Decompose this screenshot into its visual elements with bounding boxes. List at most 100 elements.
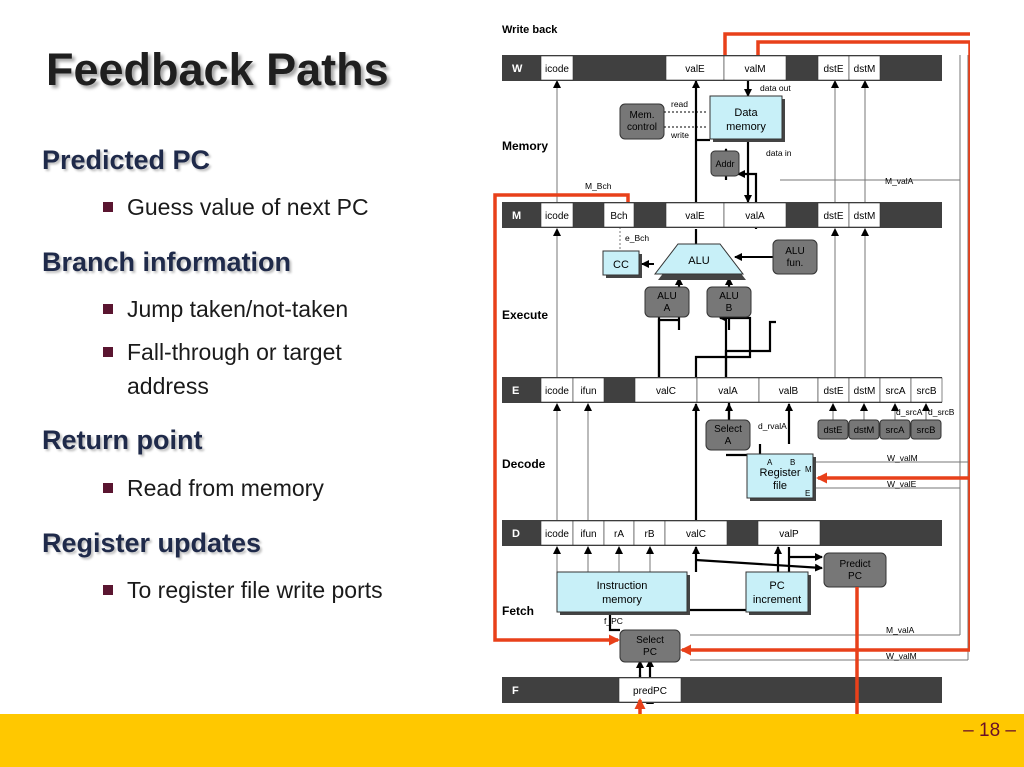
signal-m-vala: M_valA xyxy=(885,176,914,186)
pipe-field-label: rA xyxy=(614,529,624,540)
predict-pc-unit: Predict PC xyxy=(823,552,887,588)
pipe-field-box xyxy=(848,202,881,228)
pipe-field-box xyxy=(758,377,819,403)
stage-label-write-back: Write back xyxy=(502,24,558,36)
pipe-field-label: valA xyxy=(718,386,738,397)
decode-tag-box xyxy=(879,419,911,440)
decode-tag-box xyxy=(848,419,880,440)
signal-data-in: data in xyxy=(766,148,792,158)
pipe-field-box xyxy=(879,377,912,403)
signal-d-srcb: d_srcB xyxy=(928,407,955,417)
pipe-field-box xyxy=(664,520,728,546)
pipe-field-box xyxy=(540,202,574,228)
pipe-field-label: valE xyxy=(685,64,705,75)
pipe-register-name: W xyxy=(512,63,523,75)
decode-tag-label: dstM xyxy=(854,425,875,436)
mem-control-signals xyxy=(664,111,708,128)
signal-data-out: data out xyxy=(760,83,791,93)
pipe-field-box xyxy=(817,202,850,228)
bullet-jump-taken: Jump taken/not-taken xyxy=(103,292,348,326)
pipe-register-name: D xyxy=(512,528,520,540)
heading-return-point: Return point xyxy=(42,425,203,455)
thick-wires xyxy=(608,80,823,704)
bullet-text: Read from memory xyxy=(127,475,324,501)
pipe-field-label: ifun xyxy=(580,529,596,540)
pipe-register-name: F xyxy=(512,685,519,697)
pipe-field-box xyxy=(817,377,850,403)
alu-unit: ALU xyxy=(653,243,746,280)
regfile-port-b: B xyxy=(790,458,795,467)
signal-read: read xyxy=(671,99,688,109)
bullet-marker xyxy=(103,585,113,595)
pipe-field-box xyxy=(572,377,605,403)
data-memory-unit: Data memory xyxy=(709,95,785,142)
pipe-field-label: valA xyxy=(745,211,765,222)
alu-b-line1: ALU xyxy=(719,291,738,302)
pipe-field-label: predPC xyxy=(633,686,667,697)
pipe-field-box xyxy=(696,377,760,403)
pipe-field-label: dstM xyxy=(854,64,876,75)
pipe-field-label: srcB xyxy=(917,386,937,397)
signal-w-vale: W_valE xyxy=(887,479,917,489)
data-memory-line1: Data xyxy=(734,107,758,119)
alu-fun-line2: fun. xyxy=(787,258,804,269)
decode-tag-label: srcA xyxy=(886,425,906,436)
page-number: – 18 – xyxy=(963,720,1016,741)
signal-m-bch: M_Bch xyxy=(585,181,612,191)
alu-b-unit: ALU B xyxy=(706,286,752,318)
select-a-unit: Select A xyxy=(705,419,751,451)
pipe-field-box xyxy=(572,520,605,546)
bullet-marker xyxy=(103,347,113,357)
select-pc-line1: Select xyxy=(636,635,664,646)
heading-register-updates: Register updates xyxy=(42,528,262,558)
register-file-unit: A B M E Register file xyxy=(746,453,816,501)
register-file-line1: Register xyxy=(760,467,801,479)
signal-m-vala-fetch: M_valA xyxy=(886,625,915,635)
bullet-marker xyxy=(103,304,113,314)
stage-label-decode: Decode xyxy=(502,457,546,471)
instruction-memory-line2: memory xyxy=(602,594,642,606)
pipe-field-label: ifun xyxy=(580,386,596,397)
pipe-field-label: icode xyxy=(545,386,569,397)
alu-label: ALU xyxy=(688,255,709,267)
decode-tag-box xyxy=(910,419,942,440)
alu-b-line2: B xyxy=(726,303,733,314)
pipe-register-bar xyxy=(502,677,942,703)
pipe-field-label: valB xyxy=(779,386,799,397)
pipe-field-box xyxy=(540,55,574,81)
mem-control-unit: Mem. control xyxy=(619,103,665,140)
pipe-field-label: valE xyxy=(685,211,705,222)
pipe-field-box xyxy=(723,55,787,81)
select-a-line1: Select xyxy=(714,424,742,435)
bullet-text: To register file write ports xyxy=(127,577,383,603)
select-a-line2: A xyxy=(725,436,732,447)
cc-label: CC xyxy=(613,259,629,271)
pc-increment-line2: increment xyxy=(753,594,801,606)
predict-pc-line1: Predict xyxy=(839,559,870,570)
pipe-field-label: valC xyxy=(686,529,706,540)
bullet-marker xyxy=(103,483,113,493)
pipe-register-name: E xyxy=(512,385,519,397)
pipe-field-box xyxy=(848,55,881,81)
decode-tag-label: dstE xyxy=(823,425,842,436)
regfile-port-a: A xyxy=(767,458,773,467)
addr-label: Addr xyxy=(715,159,734,169)
pipe-field-label: icode xyxy=(545,529,569,540)
select-pc-line2: PC xyxy=(643,647,657,658)
instruction-memory-line1: Instruction xyxy=(597,580,648,592)
pipe-field-box xyxy=(723,202,787,228)
data-memory-line2: memory xyxy=(726,121,766,133)
slide-title: Feedback Paths xyxy=(46,44,389,95)
heading-branch-information: Branch information xyxy=(42,247,292,277)
pipe-field-label: Bch xyxy=(610,211,627,222)
signal-f-pc: f_PC xyxy=(604,616,623,626)
stage-label-fetch: Fetch xyxy=(502,604,534,618)
stage-label-execute: Execute xyxy=(502,308,548,322)
alu-a-unit: ALU A xyxy=(644,286,690,318)
pipe-field-box xyxy=(618,677,682,703)
pipe-field-box xyxy=(757,520,821,546)
